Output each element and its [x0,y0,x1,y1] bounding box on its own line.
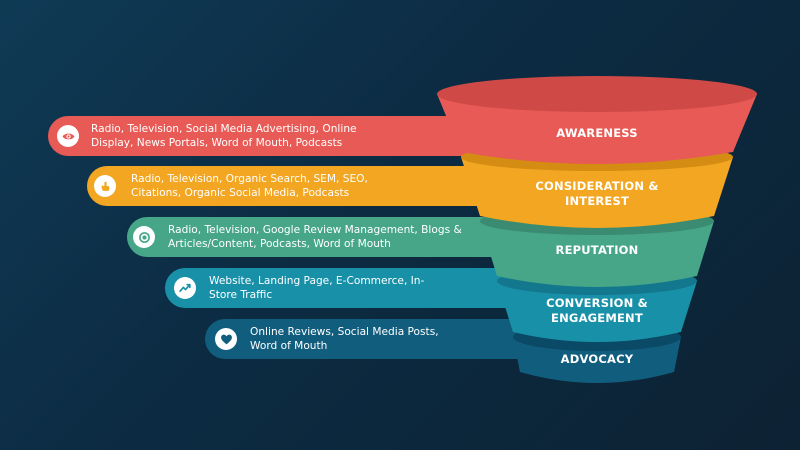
channel-text-awareness: Radio, Television, Social Media Advertis… [91,123,357,149]
eye-icon [57,125,79,147]
channel-band-advocacy [205,319,518,359]
funnel-tier-reputation [480,221,714,287]
tier-label-advocacy: ADVOCACY [560,352,634,366]
channel-band-reputation [127,217,508,257]
tier-label-awareness: AWARENESS [556,126,638,140]
funnel-tier-conversion [497,281,697,342]
funnel-tier-awareness [437,94,757,164]
target-icon [133,226,155,248]
channel-text-reputation: Radio, Television, Google Review Managem… [168,224,462,250]
funnel-rim-awareness [437,76,757,112]
heart-icon [215,328,237,350]
tier-label-consideration: CONSIDERATION & INTEREST [535,179,659,208]
channel-text-advocacy: Online Reviews, Social Media Posts, Word… [250,326,439,352]
pointer-hand-icon [94,175,116,197]
channel-band-consideration [87,166,508,206]
channel-text-consideration: Radio, Television, Organic Search, SEM, … [131,173,368,199]
tier-label-reputation: REPUTATION [555,243,639,257]
funnel-tier-consideration [461,157,733,228]
channel-band-awareness [48,116,508,156]
tier-label-conversion: CONVERSION & ENGAGEMENT [546,296,648,325]
channel-band-conversion [165,268,508,308]
channel-text-conversion: Website, Landing Page, E-Commerce, In-St… [209,275,425,301]
trend-chart-icon [174,277,196,299]
